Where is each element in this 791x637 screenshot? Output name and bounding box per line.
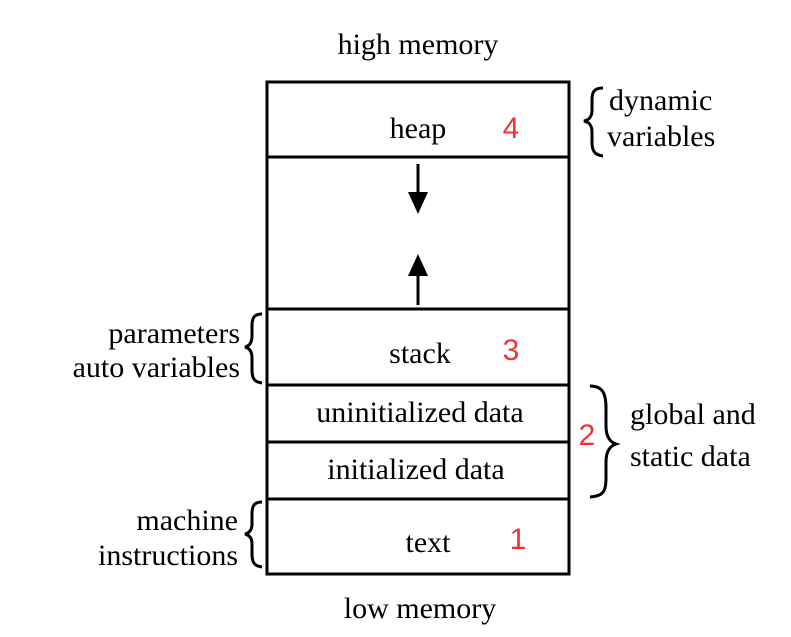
uninitialized-data-label: uninitialized data bbox=[316, 396, 523, 429]
global-and-label: global and bbox=[630, 398, 756, 431]
global-brace-icon bbox=[589, 384, 621, 499]
auto-variables-label: auto variables bbox=[73, 351, 240, 384]
heap-growth-arrow-icon bbox=[408, 164, 428, 214]
static-data-label: static data bbox=[630, 440, 751, 473]
heap-label: heap bbox=[390, 112, 447, 145]
dynamic-brace-icon bbox=[583, 86, 604, 158]
heap-number: 4 bbox=[503, 112, 520, 145]
initialized-data-label: initialized data bbox=[327, 453, 504, 486]
stack-number: 3 bbox=[503, 334, 520, 367]
text-brace-icon bbox=[244, 500, 263, 569]
text-segment-label: text bbox=[406, 526, 452, 559]
instructions-label: instructions bbox=[98, 539, 238, 572]
dynamic-label-line2: variables bbox=[607, 120, 715, 153]
text-number: 1 bbox=[510, 523, 527, 556]
memory-box bbox=[265, 80, 571, 576]
parameters-label: parameters bbox=[108, 317, 240, 350]
stack-growth-arrow-icon bbox=[408, 254, 428, 305]
high-memory-label: high memory bbox=[338, 28, 499, 61]
dynamic-label-line1: dynamic bbox=[609, 84, 712, 117]
low-memory-label: low memory bbox=[344, 592, 496, 625]
stack-label: stack bbox=[389, 337, 451, 370]
global-number: 2 bbox=[579, 419, 596, 452]
stack-brace-icon bbox=[244, 312, 263, 385]
machine-label: machine bbox=[136, 504, 238, 537]
